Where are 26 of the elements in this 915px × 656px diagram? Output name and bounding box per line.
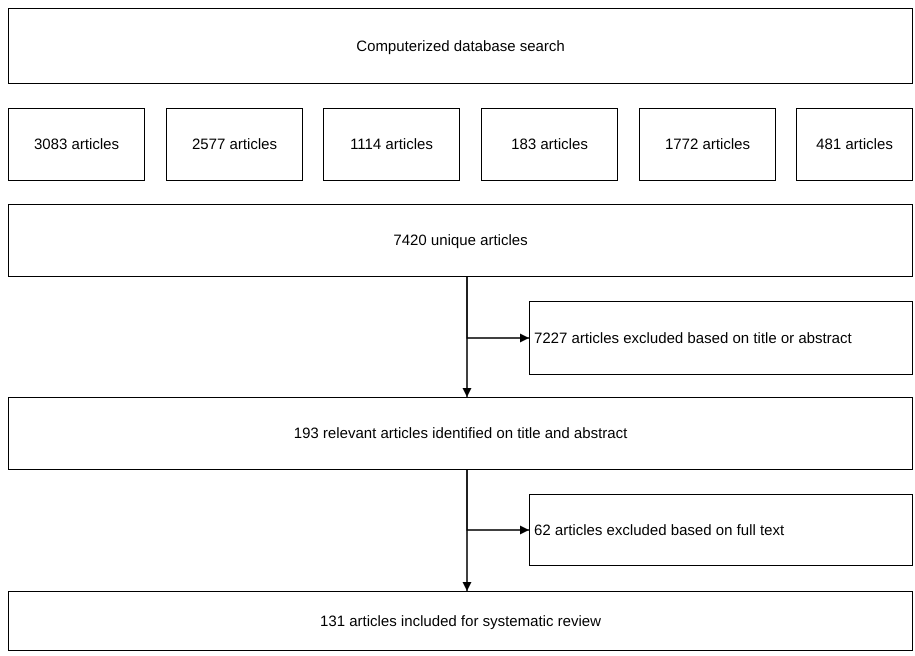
process-box <box>8 591 913 651</box>
process-box <box>166 108 303 181</box>
process-box <box>529 301 913 375</box>
box-text: 1772 articles <box>664 135 750 154</box>
box-text: 7420 unique articles <box>393 231 528 250</box>
process-box <box>481 108 618 181</box>
box-text: 131 articles included for systematic review <box>320 612 601 630</box>
arrow <box>466 277 529 342</box>
process-box <box>8 397 913 470</box>
box-text: 183 articles <box>511 135 588 154</box>
box-text: 62 articles excluded based on full text <box>534 520 784 540</box>
box-text: 7227 articles excluded based on title or abstract <box>534 328 852 348</box>
box-text: 3083 articles <box>34 135 120 154</box>
process-box <box>639 108 776 181</box>
box-text: Computerized database search <box>356 36 565 56</box>
process-box <box>8 108 145 181</box>
box-text: 193 relevant articles identified on title and abstract <box>294 424 628 443</box>
box-text: 2577 articles <box>192 135 278 154</box>
arrow <box>466 470 529 534</box>
process-box <box>529 494 913 566</box>
process-box <box>796 108 913 181</box>
process-box <box>8 8 913 84</box>
box-text: 1114 articles <box>350 135 433 154</box>
process-box <box>8 204 913 277</box>
process-box <box>323 108 460 181</box>
box-text: 481 articles <box>816 135 893 154</box>
